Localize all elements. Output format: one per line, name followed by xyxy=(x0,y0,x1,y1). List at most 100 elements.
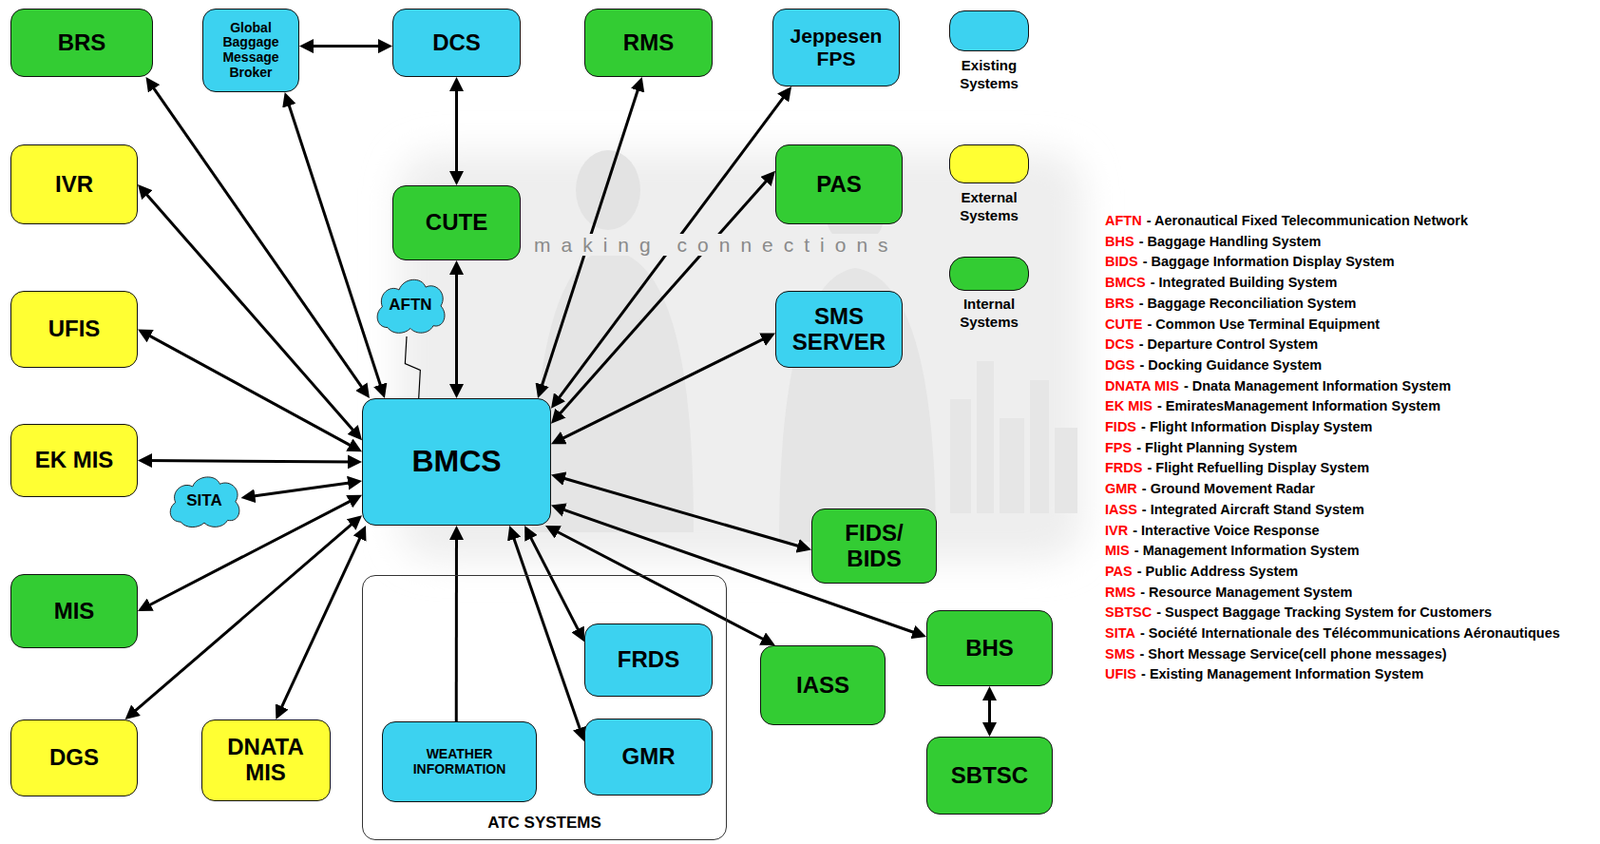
system-box: BRS xyxy=(10,8,153,77)
system-box: DCS xyxy=(392,8,521,77)
abbreviation-row: SBTSC- Suspect Baggage Tracking System f… xyxy=(1104,602,1596,624)
system-group: ATC SYSTEMSFRDSWEATHER INFORMATIONGMR xyxy=(361,574,727,840)
node-label: SITA xyxy=(186,491,222,510)
connector-arrow xyxy=(246,481,357,497)
node-label: RMS xyxy=(623,30,674,57)
cloud-shape xyxy=(170,476,240,528)
system-box: BMCS xyxy=(361,398,552,526)
system-box: FIDS/ BIDS xyxy=(811,508,937,584)
abbreviation-row: SMS- Short Message Service(cell phone me… xyxy=(1104,644,1596,666)
watermark-text: making connections xyxy=(532,233,901,256)
system-box: PAS xyxy=(775,144,903,225)
abbreviation-meaning: - Baggage Handling System xyxy=(1139,233,1322,249)
network-cloud: SITA xyxy=(165,471,244,531)
abbreviation: SMS xyxy=(1104,646,1135,662)
legend-entry: External Systems xyxy=(941,189,1037,226)
connector-arrow xyxy=(142,331,357,449)
abbreviation-meaning: - Integrated Aircraft Stand System xyxy=(1142,501,1365,517)
abbreviation: IVR xyxy=(1104,522,1128,538)
abbreviation-meaning: - Société Internationale des Télécommuni… xyxy=(1140,625,1561,641)
node-label: DNATA MIS xyxy=(209,734,323,786)
node-label: FRDS xyxy=(617,647,680,673)
node-label: EK MIS xyxy=(35,447,115,474)
system-box: BHS xyxy=(926,609,1053,686)
legend-swatch xyxy=(949,144,1029,184)
abbreviation-meaning: - Management Information System xyxy=(1134,542,1360,558)
abbreviation-meaning: - Resource Management System xyxy=(1140,584,1353,600)
abbreviation-meaning: - Baggage Reconciliation System xyxy=(1139,295,1357,311)
node-label: Jeppesen FPS xyxy=(783,24,889,70)
connector-arrow xyxy=(455,266,458,393)
connector-arrow xyxy=(404,336,420,399)
abbreviation-meaning: - Public Address System xyxy=(1137,563,1299,579)
connector-arrow xyxy=(455,531,458,722)
abbreviation-row: IVR- Interactive Voice Response xyxy=(1104,520,1596,542)
abbreviation-row: RMS- Resource Management System xyxy=(1104,582,1596,604)
connector-arrow xyxy=(141,189,359,437)
abbreviation-row: DGS- Docking Guidance System xyxy=(1104,355,1596,377)
node-label: BRS xyxy=(57,30,107,57)
abbreviation-meaning: - Baggage Information Display System xyxy=(1142,253,1395,269)
abbreviation: FRDS xyxy=(1104,459,1143,476)
node-label: SBTSC xyxy=(951,762,1029,789)
connector-arrow xyxy=(527,530,582,637)
cloud-shape xyxy=(377,279,445,333)
connector-arrow xyxy=(988,691,991,731)
system-box: DGS xyxy=(10,719,138,797)
legend-entry: Existing Systems xyxy=(941,57,1037,94)
abbreviation: FPS xyxy=(1104,439,1132,456)
abbreviation-meaning: - Interactive Voice Response xyxy=(1132,522,1319,538)
system-box: WEATHER INFORMATION xyxy=(381,721,537,802)
connector-arrow xyxy=(511,531,583,737)
connector-arrow xyxy=(455,82,458,180)
abbreviation-row: FRDS- Flight Refuelling Display System xyxy=(1104,457,1596,479)
abbreviation-row: BMCS- Integrated Building System xyxy=(1104,272,1596,294)
abbreviation: BRS xyxy=(1104,295,1135,311)
abbreviation-meaning: - Dnata Management Information System xyxy=(1183,378,1451,394)
system-box: IVR xyxy=(10,144,138,225)
abbreviation: SBTSC xyxy=(1104,604,1152,620)
system-box: RMS xyxy=(584,8,713,77)
figure-head xyxy=(575,150,641,230)
abbreviation: BHS xyxy=(1104,233,1135,249)
node-label: MIS xyxy=(54,598,96,625)
abbreviation-row: PAS- Public Address System xyxy=(1104,561,1596,583)
legend-text: External Systems xyxy=(941,189,1037,226)
node-label: PAS xyxy=(816,171,862,198)
connector-arrow xyxy=(304,44,387,48)
abbreviation-meaning: - Common Use Terminal Equipment xyxy=(1146,316,1380,332)
abbreviation-row: BHS- Baggage Handling System xyxy=(1104,231,1596,253)
abbreviation: IASS xyxy=(1104,501,1138,517)
abbreviation-row: DCS- Departure Control System xyxy=(1104,334,1596,356)
watermark: making connections xyxy=(532,233,901,257)
abbreviation-meaning: - EmiratesManagement Information System xyxy=(1157,398,1441,414)
abbreviation: AFTN xyxy=(1104,212,1143,229)
node-label: DCS xyxy=(432,30,481,57)
node-label: Global Baggage Message Broker xyxy=(210,20,291,81)
system-box: Jeppesen FPS xyxy=(772,8,900,87)
abbreviation-row: EK MIS- EmiratesManagement Information S… xyxy=(1104,396,1596,418)
abbreviation-list: AFTN- Aeronautical Fixed Telecommunicati… xyxy=(1104,210,1596,686)
node-label: SMS SERVER xyxy=(786,304,892,356)
abbreviation-meaning: - Flight Refuelling Display System xyxy=(1146,459,1370,476)
abbreviation-row: CUTE- Common Use Terminal Equipment xyxy=(1104,314,1596,336)
abbreviation-row: BIDS- Baggage Information Display System xyxy=(1104,251,1596,273)
system-box: Global Baggage Message Broker xyxy=(202,8,300,93)
abbreviation: PAS xyxy=(1104,563,1133,579)
connector-arrow xyxy=(278,530,364,714)
connector-arrow xyxy=(143,460,357,462)
abbreviation-meaning: - Existing Management Information System xyxy=(1141,666,1424,682)
system-box: IASS xyxy=(760,645,886,725)
abbreviation-row: FIDS- Flight Information Display System xyxy=(1104,417,1596,439)
abbreviation-meaning: - Flight Planning System xyxy=(1136,439,1297,456)
system-box: DNATA MIS xyxy=(201,719,331,801)
abbreviation: BIDS xyxy=(1104,253,1139,269)
node-label: IASS xyxy=(796,672,850,699)
legend-text: Existing Systems xyxy=(941,57,1037,94)
abbreviation-row: AFTN- Aeronautical Fixed Telecommunicati… xyxy=(1104,210,1596,232)
abbreviation-row: UFIS- Existing Management Information Sy… xyxy=(1104,664,1596,686)
abbreviation: FIDS xyxy=(1104,419,1137,435)
abbreviation: GMR xyxy=(1104,480,1138,496)
legend-swatch xyxy=(949,10,1029,52)
